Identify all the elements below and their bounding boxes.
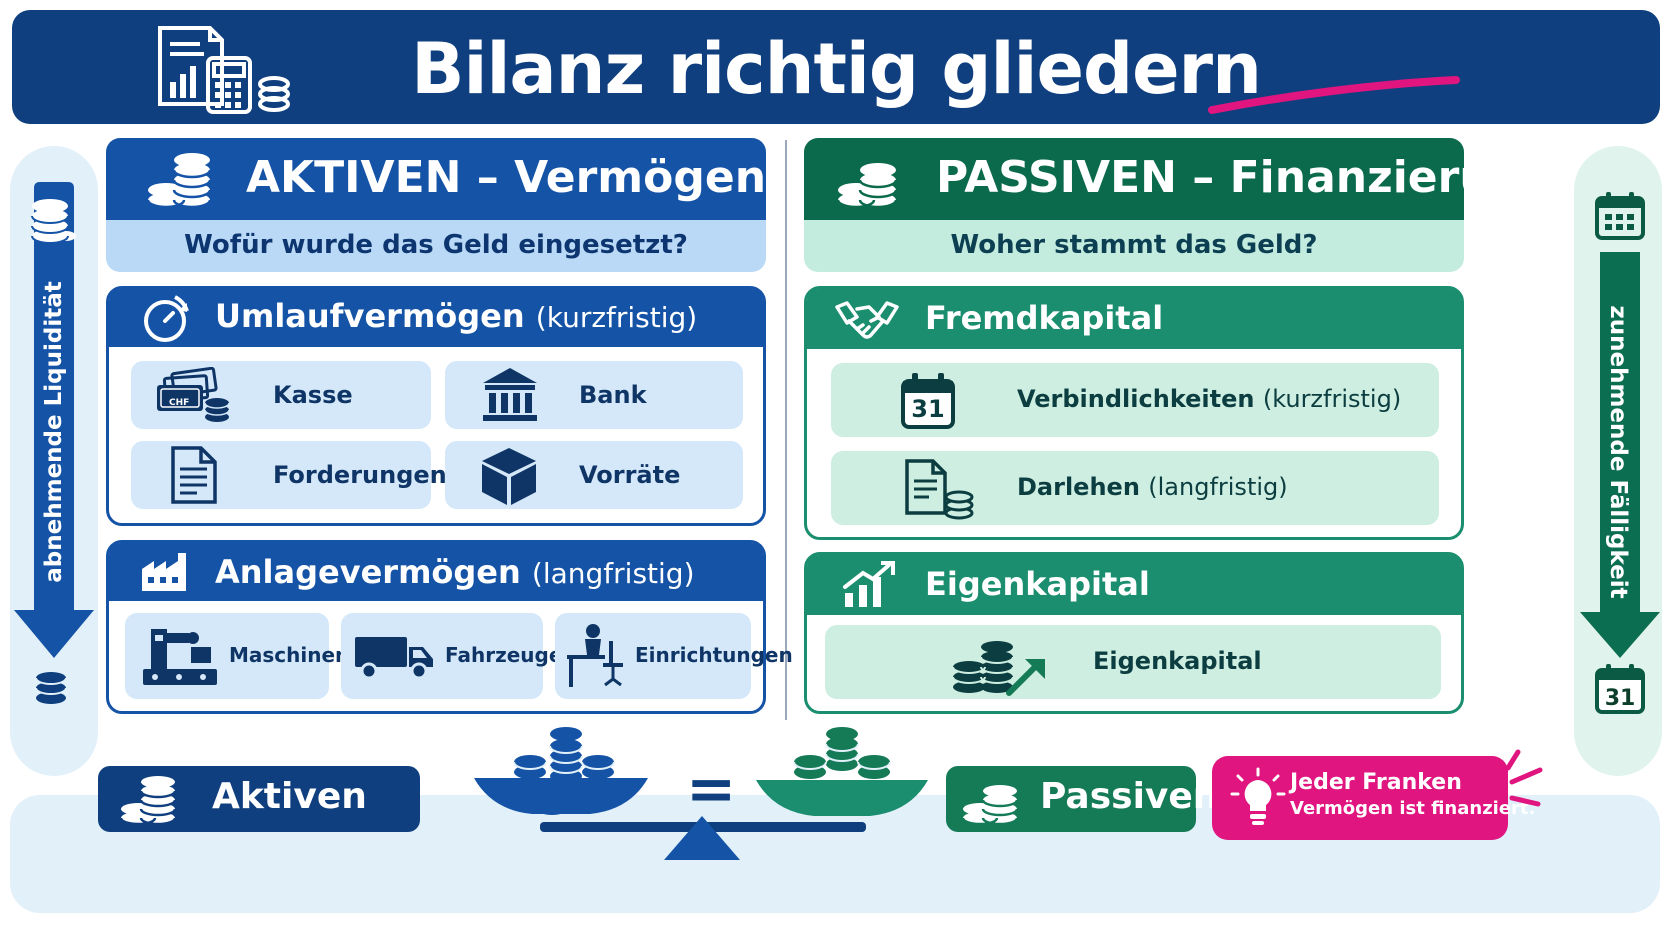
balance-scale — [474, 727, 928, 860]
page-title: Bilanz richtig gliedern — [411, 28, 1262, 110]
card-einrichtungen-label: Einrichtungen — [635, 643, 793, 667]
card-kasse-label: Kasse — [273, 381, 353, 409]
maturity-arrow — [1580, 252, 1660, 658]
card-forderungen-label: Forderungen — [273, 461, 447, 489]
loan-document-icon — [905, 459, 974, 520]
handshake-icon — [835, 301, 899, 339]
center-divider — [785, 140, 787, 720]
card-verbindlichkeiten: 31 Verbindlichkeiten (kurzfristig) — [831, 363, 1439, 437]
card-darlehen-qualifier: (langfristig) — [1148, 473, 1288, 501]
emphasis-strokes — [1505, 749, 1543, 807]
card-fahrzeuge: Fahrzeuge — [341, 613, 562, 699]
machine-icon — [143, 629, 217, 685]
umlauf-box: Umlaufvermögen (kurzfristig) CHF Kasse B… — [106, 286, 766, 526]
report-calculator-icon — [158, 26, 290, 114]
card-eigenkapital: Eigenkapital — [825, 625, 1441, 699]
card-forderungen: Forderungen — [131, 441, 447, 509]
passiven-question: Woher stammt das Geld? — [804, 220, 1464, 272]
eigen-title: Eigenkapital — [925, 565, 1150, 603]
passiven-header: PASSIVEN – Finanzierung — [804, 138, 1553, 220]
lightbulb-icon — [1230, 767, 1286, 825]
note-callout: Jeder Franken Vermögen ist finanziert. — [1212, 756, 1535, 840]
umlauf-qualifier: (kurzfristig) — [535, 301, 698, 334]
coin-stack-icon — [961, 785, 1019, 826]
liquidity-arrow — [14, 182, 94, 658]
card-einrichtungen: Einrichtungen — [555, 613, 793, 699]
card-verbindlichkeiten-qualifier: (kurzfristig) — [1262, 385, 1402, 413]
eigen-header — [807, 555, 1461, 615]
desk-icon — [567, 624, 623, 687]
card-maschinen: Maschinen — [125, 613, 349, 699]
bank-icon — [483, 368, 537, 421]
card-kasse: CHF Kasse — [131, 361, 431, 429]
stopwatch-icon — [144, 295, 189, 342]
aktiven-title: AKTIVEN – Vermögen — [246, 152, 767, 203]
passiven-pill: Passiven — [946, 766, 1218, 832]
card-bank-label: Bank — [579, 381, 647, 409]
calendar-grid-icon — [1595, 192, 1645, 240]
aktiven-pill-label: Aktiven — [212, 776, 367, 817]
note-line-2: Vermögen ist finanziert. — [1290, 798, 1536, 819]
calendar-day: 31 — [1604, 686, 1636, 711]
umlauf-title: Umlaufvermögen — [215, 297, 525, 335]
underline-stroke — [1208, 76, 1460, 114]
invoice-icon — [171, 446, 217, 504]
card-verbindlichkeiten-label: Verbindlichkeiten — [1017, 385, 1255, 413]
card-bank: Bank — [445, 361, 743, 429]
truck-icon — [355, 637, 433, 680]
currency-label: CHF — [169, 398, 190, 408]
coin-stack-icon — [836, 163, 898, 209]
card-vorraete: Vorräte — [445, 441, 743, 509]
aktiven-question: Wofür wurde das Geld eingesetzt? — [106, 220, 766, 272]
coin-stack-icon — [119, 776, 177, 826]
coins-growth-icon — [952, 641, 1045, 696]
card-fahrzeuge-label: Fahrzeuge — [445, 643, 563, 667]
fremd-title: Fremdkapital — [925, 299, 1164, 337]
anlage-title: Anlagevermögen — [215, 553, 521, 591]
calendar-icon — [1595, 664, 1645, 714]
anlage-qualifier: (langfristig) — [531, 557, 695, 590]
coin-icon — [35, 672, 67, 704]
card-darlehen-label: Darlehen — [1017, 473, 1140, 501]
liquidity-label: abnehmende Liquidität — [41, 281, 67, 583]
card-eigenkapital-label: Eigenkapital — [1093, 647, 1262, 675]
equals-sign: = — [686, 754, 737, 824]
title-bar: Bilanz richtig gliedern — [12, 10, 1660, 124]
box-icon — [482, 448, 536, 505]
eigen-box: Eigenkapital Eigenkapital — [804, 552, 1464, 714]
card-maschinen-label: Maschinen — [229, 643, 350, 667]
card-darlehen: Darlehen (langfristig) — [831, 451, 1439, 525]
passiven-title: PASSIVEN – Finanzierung — [936, 152, 1554, 203]
coin-stack-icon — [31, 199, 76, 244]
cash-icon — [157, 367, 230, 422]
anlage-box: Anlagevermögen (langfristig) Maschinen F… — [106, 540, 793, 714]
card-vorraete-label: Vorräte — [579, 461, 681, 489]
note-line-1: Jeder Franken — [1290, 770, 1462, 795]
passiven-pill-label: Passiven — [1040, 776, 1219, 817]
aktiven-pill: Aktiven — [98, 766, 420, 832]
coin-stack-icon — [146, 153, 212, 209]
aktiven-header: AKTIVEN – Vermögen — [106, 138, 766, 220]
factory-icon — [142, 553, 186, 591]
calendar-day: 31 — [911, 395, 945, 423]
maturity-label: zunehmende Fälligkeit — [1605, 305, 1631, 599]
calendar-icon — [901, 373, 955, 429]
fremd-box: Fremdkapital 31 Verbindlichkeiten (kurzf… — [804, 286, 1464, 540]
growth-chart-icon — [843, 561, 895, 607]
anlage-header — [109, 543, 763, 601]
umlauf-header — [109, 289, 763, 347]
fremd-header — [807, 289, 1461, 349]
